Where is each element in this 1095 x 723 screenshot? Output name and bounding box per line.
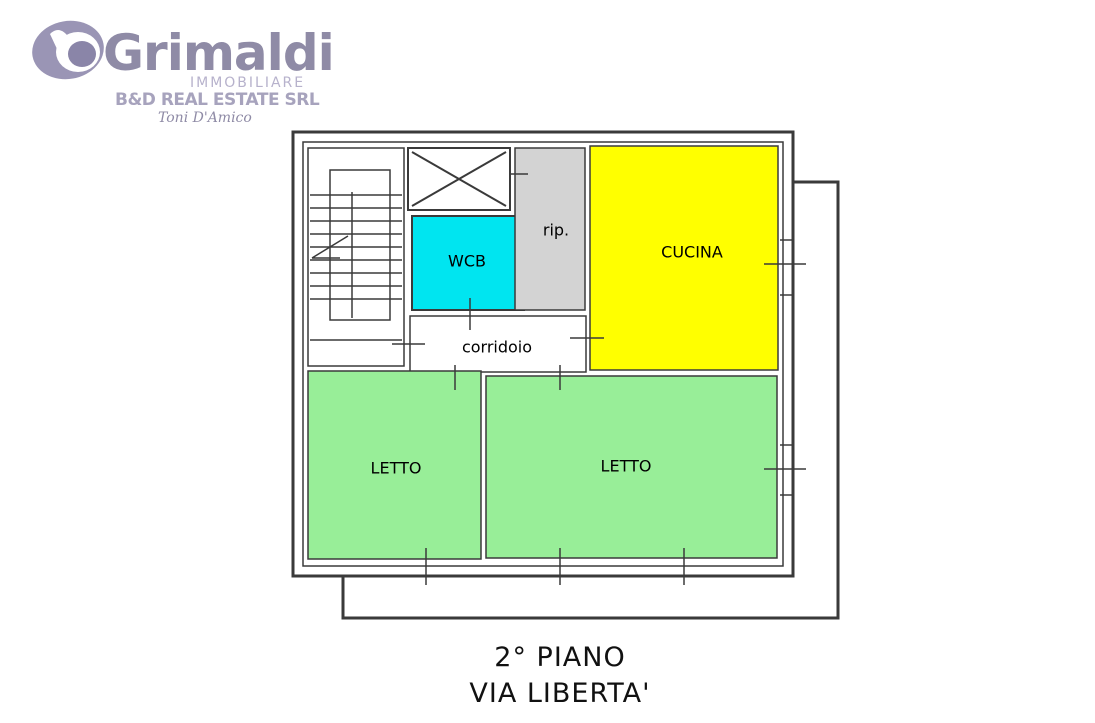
brand-name: Grimaldi [103, 24, 335, 82]
room-label-rip: rip. [542, 220, 570, 240]
room-letto-right-fill [485, 375, 778, 559]
outer-wall [291, 130, 795, 578]
stylized-b-hand-icon [32, 20, 104, 80]
floor-caption: 2° PIANO [494, 642, 626, 673]
room-label-corridoio: corridoio [461, 337, 533, 357]
inner-wall [302, 141, 784, 567]
brand-subtitle: IMMOBILIARE [190, 75, 306, 91]
street-caption: VIA LIBERTA' [469, 678, 651, 709]
room-corridoio [409, 315, 587, 373]
room-label-letto-right: LETTO [600, 456, 652, 476]
logo: Grimaldi IMMOBILIARE B&D REAL ESTATE SRL… [30, 14, 335, 134]
brand-signature: Toni D'Amico [158, 110, 252, 126]
staircase [307, 147, 405, 367]
balcony-wall [341, 180, 840, 620]
room-label-cucina: CUCINA [661, 242, 723, 262]
door-marks [392, 173, 806, 585]
room-cucina-fill [589, 145, 779, 371]
brand-company: B&D REAL ESTATE SRL [115, 90, 320, 110]
room-label-letto-left: LETTO [370, 458, 422, 478]
room-label-wcb: WCB [448, 251, 486, 271]
room-wcb-fill [411, 215, 525, 311]
room-rip-fill [514, 147, 586, 311]
room-letto-left-fill [307, 370, 482, 560]
shaft [407, 147, 511, 211]
